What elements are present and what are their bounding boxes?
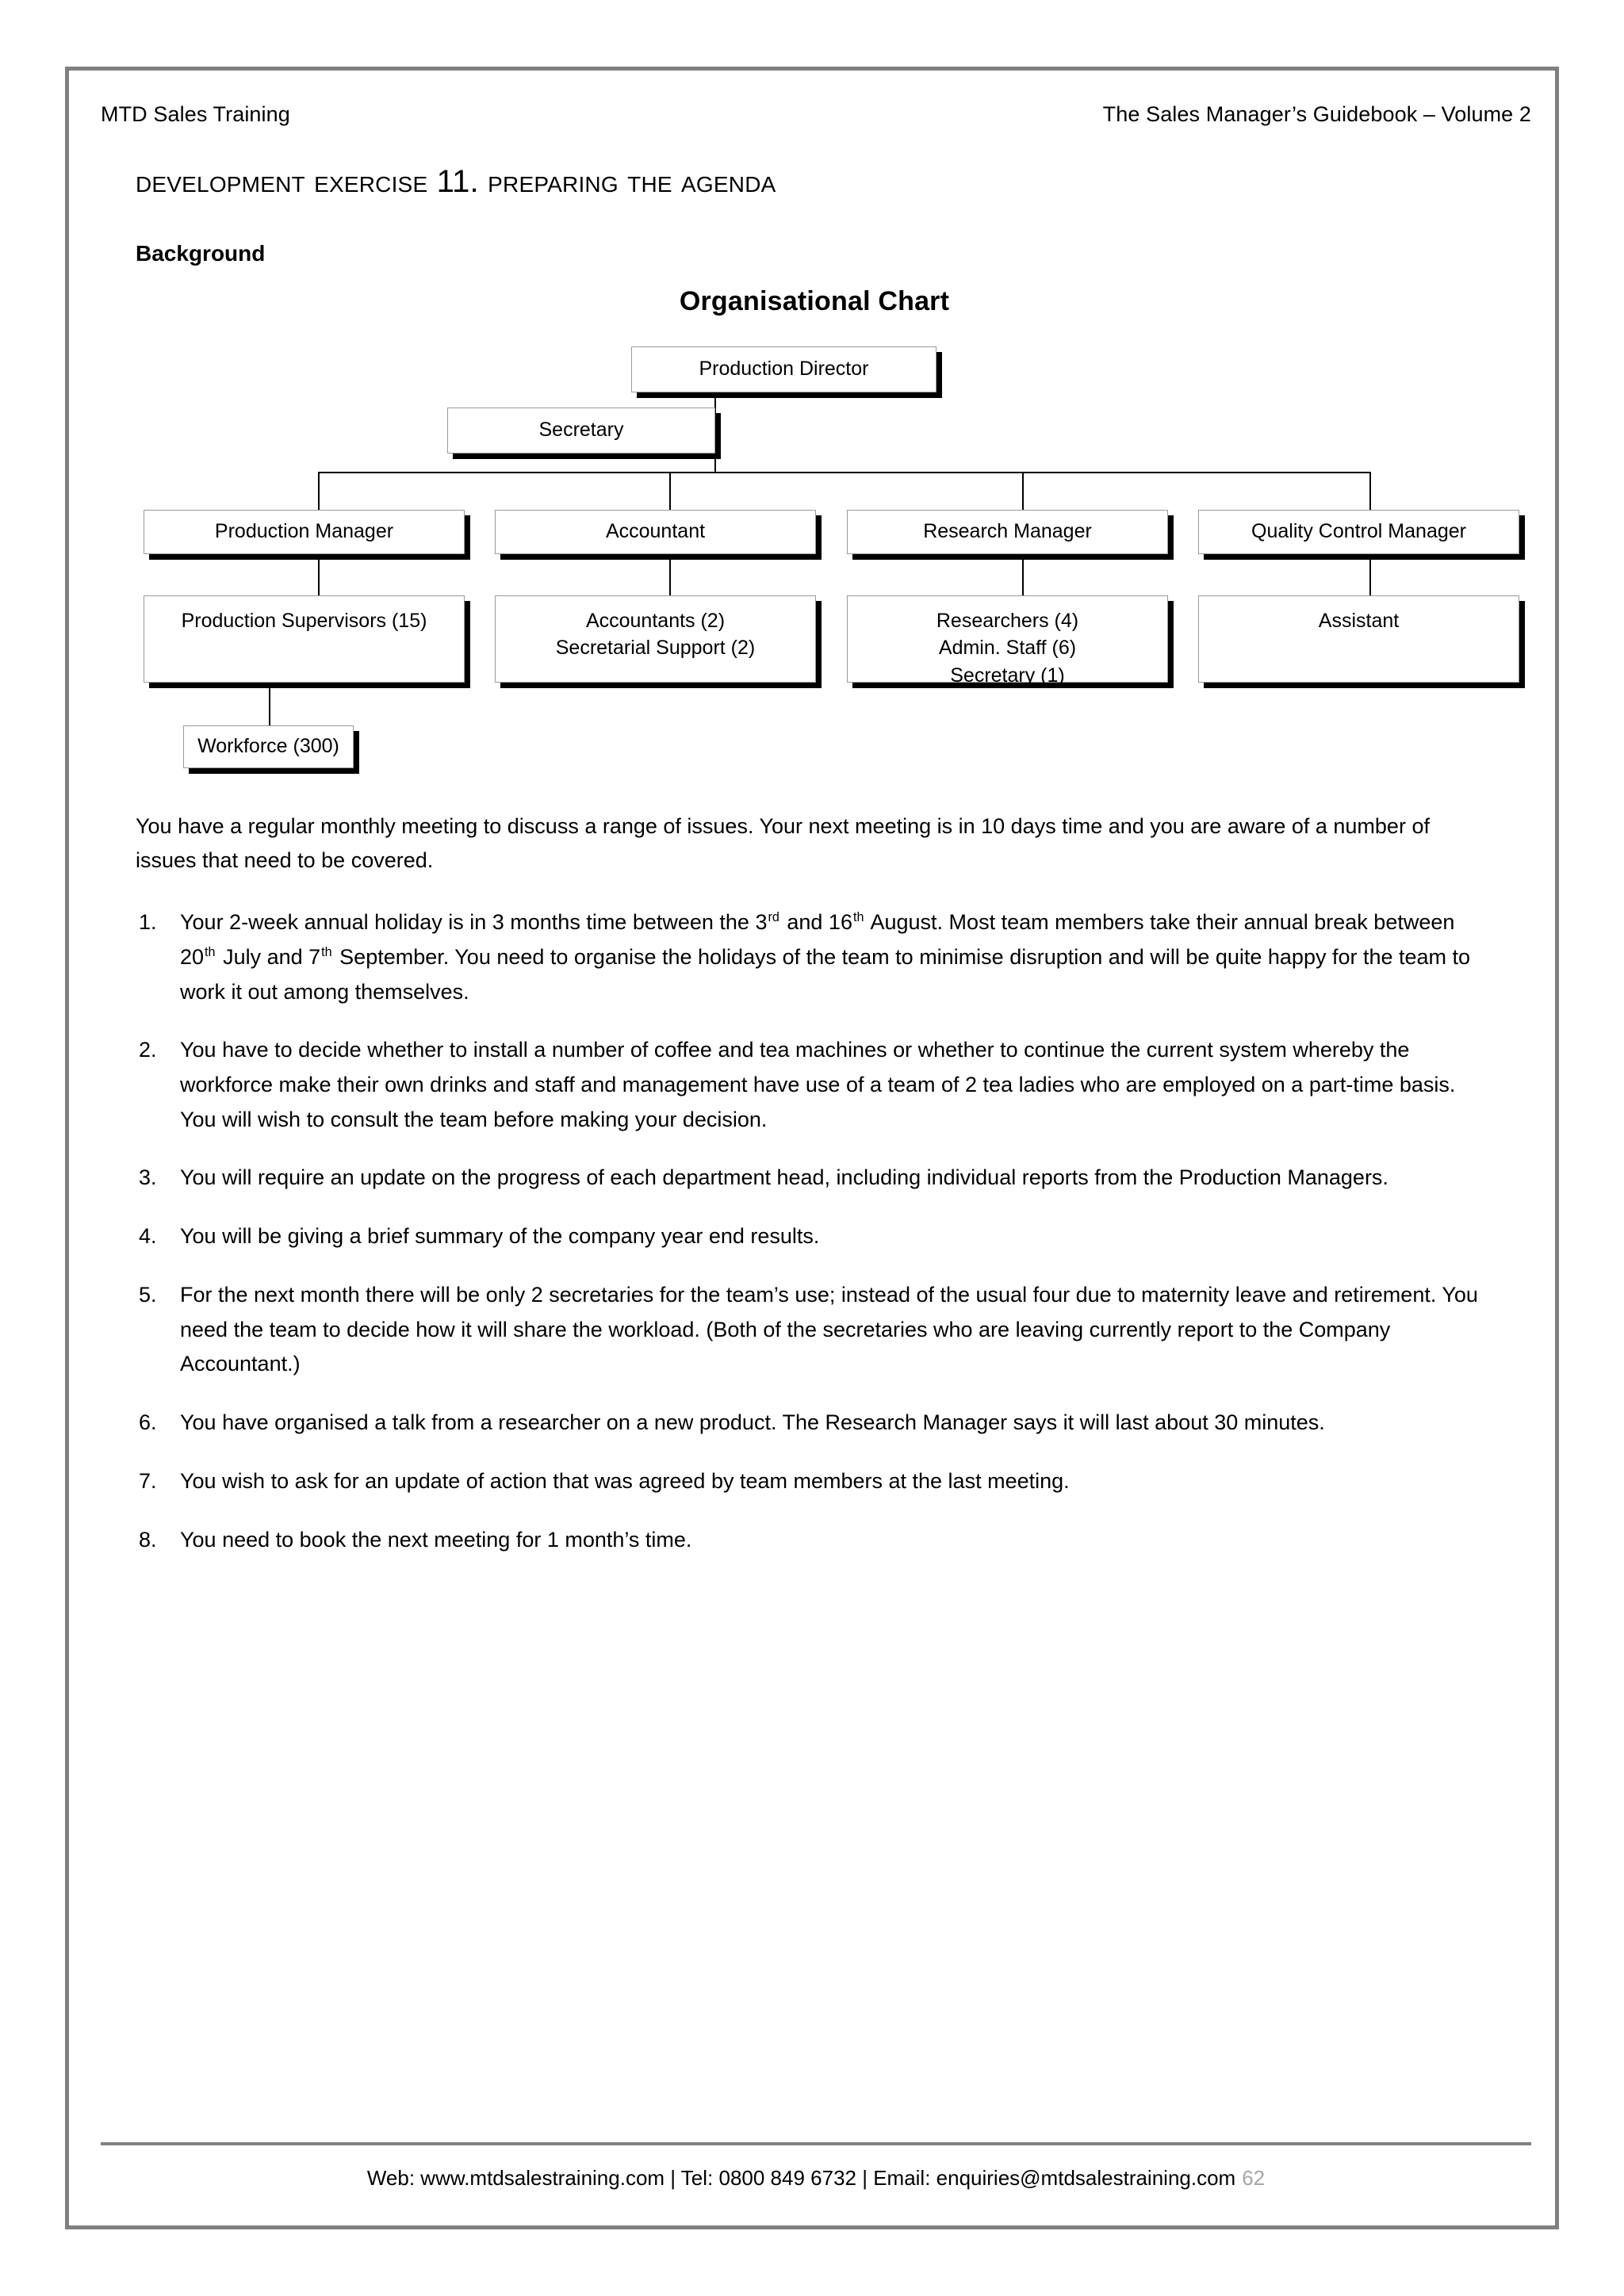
document-footer: Web: www.mtdsalestraining.com | Tel: 080… <box>101 2142 1531 2191</box>
org-node-accountants-support: Accountants (2) Secretarial Support (2) <box>495 595 816 683</box>
organisational-chart: Organisational Chart Production Director… <box>136 285 1519 792</box>
org-node-production-manager: Production Manager <box>144 509 465 554</box>
org-node-secretary: Secretary <box>447 407 715 453</box>
connector-accountant-to-accountants <box>669 553 671 597</box>
org-node-label: Production Manager <box>214 520 394 543</box>
connector-drop-research-manager <box>1022 471 1024 511</box>
org-chart-canvas: Production Director Secretary Production <box>136 346 1519 790</box>
footer-contact-text: Web: www.mtdsalestraining.com | Tel: 080… <box>366 2166 1236 2190</box>
connector-production-manager-to-supervisors <box>318 553 320 597</box>
issue-1-ordinal-20th: th <box>205 944 216 959</box>
list-item: You wish to ask for an update of action … <box>139 1464 1070 1498</box>
org-node-label: Assistant <box>1318 609 1400 632</box>
org-node-label: Quality Control Manager <box>1251 520 1466 543</box>
org-node-workforce: Workforce (300) <box>183 725 354 768</box>
issue-1-part-e: September. You need to organise the holi… <box>180 944 1471 1004</box>
org-node-label-researchers: Researchers (4) <box>936 609 1079 632</box>
org-node-label-admin-staff: Admin. Staff (6) <box>938 637 1077 660</box>
document-header: MTD Sales Training The Sales Manager’s G… <box>101 94 1531 134</box>
issue-1-part-d: July and 7 <box>216 944 321 969</box>
org-chart-title: Organisational Chart <box>679 285 950 316</box>
org-node-label: Workforce (300) <box>197 735 339 758</box>
issue-1-ordinal-7th: th <box>321 944 332 959</box>
org-node-production-supervisors: Production Supervisors (15) <box>144 595 465 683</box>
intro-paragraph: You have a regular monthly meeting to di… <box>136 813 1430 873</box>
org-node-quality-control-manager: Quality Control Manager <box>1198 509 1519 554</box>
org-node-label: Production Director <box>699 358 869 381</box>
list-item: Your 2-week annual holiday is in 3 month… <box>136 905 1493 1009</box>
connector-quality-control-to-assistant <box>1369 553 1371 597</box>
header-right-text: The Sales Manager’s Guidebook – Volume 2 <box>1102 101 1531 126</box>
list-item: You have organised a talk from a researc… <box>139 1406 1325 1440</box>
body-copy: You have a regular monthly meeting to di… <box>136 809 1493 1558</box>
header-left-text: MTD Sales Training <box>101 101 290 126</box>
org-node-label: Production Supervisors (15) <box>181 609 427 632</box>
connector-research-manager-to-staff <box>1022 553 1024 597</box>
footer-divider <box>101 2142 1531 2145</box>
list-item: You will be giving a brief summary of th… <box>139 1219 820 1253</box>
exercise-title: Development exercise 11. Preparing the A… <box>136 164 776 199</box>
org-node-label: Secretary <box>538 419 624 442</box>
org-node-label-accountants: Accountants (2) <box>585 609 726 632</box>
org-node-research-manager: Research Manager <box>847 509 1168 554</box>
issue-1-part-c: August. Most team members take their ann… <box>180 910 1455 969</box>
org-node-production-director: Production Director <box>631 346 936 392</box>
connector-drop-quality-control-manager <box>1369 471 1371 511</box>
org-node-label: Research Manager <box>923 520 1092 543</box>
connector-drop-accountant <box>669 471 671 511</box>
list-item: For the next month there will be only 2 … <box>139 1278 1478 1376</box>
issue-1-part-a: Your 2-week annual holiday is in 3 month… <box>180 910 768 935</box>
org-node-research-staff: Researchers (4) Admin. Staff (6) Secreta… <box>847 595 1168 687</box>
issue-1-part-b: and 16 <box>780 910 852 935</box>
issue-1-ordinal-3rd: rd <box>768 910 779 925</box>
org-node-label-secretarial-support: Secretarial Support (2) <box>555 637 756 660</box>
page-content: Development exercise 11. Preparing the A… <box>136 164 1519 1581</box>
background-heading: Background <box>136 241 266 266</box>
footer-contact-line: Web: www.mtdsalestraining.com | Tel: 080… <box>101 2166 1531 2191</box>
org-node-assistant: Assistant <box>1198 595 1519 683</box>
org-node-accountant: Accountant <box>495 509 816 554</box>
connector-supervisors-to-workforce <box>269 682 270 727</box>
page-number: 62 <box>1242 2166 1266 2190</box>
issues-list: Your 2-week annual holiday is in 3 month… <box>136 905 1493 1557</box>
org-node-label: Accountant <box>605 520 706 543</box>
connector-director-stem <box>714 392 716 473</box>
list-item: You need to book the next meeting for 1 … <box>139 1523 692 1557</box>
connector-drop-production-manager <box>318 471 320 511</box>
org-node-label-research-secretary: Secretary (1) <box>950 664 1065 687</box>
list-item: You will require an update on the progre… <box>139 1161 1388 1195</box>
issue-1-ordinal-16th: th <box>852 910 864 925</box>
list-item: You have to decide whether to install a … <box>139 1033 1456 1131</box>
connector-manager-bus <box>318 471 1371 473</box>
page-frame: MTD Sales Training The Sales Manager’s G… <box>65 67 1559 2229</box>
